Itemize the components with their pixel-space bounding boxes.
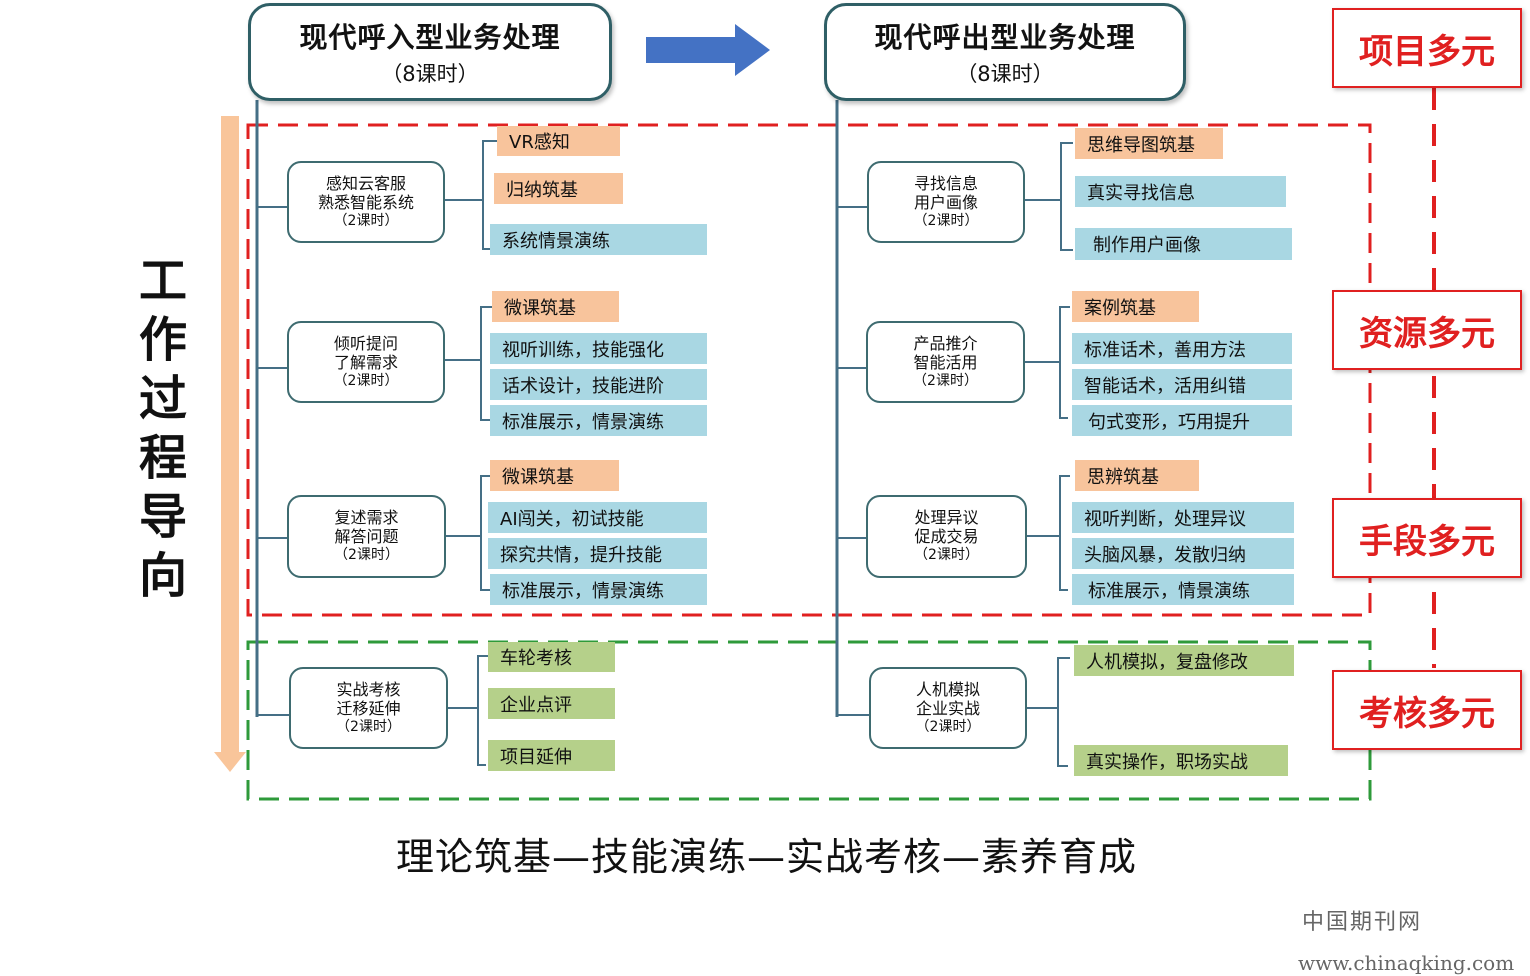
outbound-header: 现代呼出型业务处理 （8课时） bbox=[824, 3, 1186, 101]
tag: VR感知 bbox=[497, 126, 620, 156]
tag: 句式变形，巧用提升 bbox=[1072, 405, 1292, 436]
tag: 真实操作，职场实战 bbox=[1074, 745, 1288, 776]
tag: 标准展示，情景演练 bbox=[490, 574, 707, 605]
left-node-1: 感知云客服 熟悉智能系统 （2课时） bbox=[287, 161, 445, 243]
right-node-1: 寻找信息 用户画像 （2课时） bbox=[867, 161, 1025, 243]
tag: 视听判断，处理异议 bbox=[1072, 502, 1294, 533]
vertical-char: 作 bbox=[138, 312, 187, 368]
tag: 思维导图筑基 bbox=[1075, 128, 1223, 159]
vertical-char: 导 bbox=[138, 489, 187, 545]
node-line: 处理异议 bbox=[914, 508, 979, 527]
node-line: 倾听提问 bbox=[333, 333, 398, 353]
left-node-2: 倾听提问 了解需求 （2课时） bbox=[287, 321, 445, 403]
node-hours: （2课时） bbox=[336, 718, 401, 735]
tag: 话术设计，技能进阶 bbox=[490, 369, 707, 400]
right-node-2: 产品推介 智能活用 （2课时） bbox=[866, 321, 1025, 403]
side-label-method: 手段多元 bbox=[1332, 498, 1522, 578]
bottom-process-text: 理论筑基—技能演练—实战考核—素养育成 bbox=[396, 835, 1138, 879]
node-line: 迁移延伸 bbox=[336, 698, 401, 718]
tag: 案例筑基 bbox=[1072, 291, 1199, 322]
tag: AI闯关，初试技能 bbox=[488, 502, 707, 533]
node-hours: （2课时） bbox=[914, 547, 979, 563]
tag: 系统情景演练 bbox=[490, 224, 707, 255]
node-hours: （2课时） bbox=[333, 212, 399, 229]
tag: 项目延伸 bbox=[488, 740, 615, 771]
tag: 真实寻找信息 bbox=[1075, 176, 1286, 207]
tag: 思辨筑基 bbox=[1075, 460, 1199, 491]
right-node-3: 处理异议 促成交易 （2课时） bbox=[866, 495, 1027, 578]
tag: 智能话术，活用纠错 bbox=[1072, 369, 1292, 400]
tag: 归纳筑基 bbox=[494, 173, 623, 204]
node-line: 了解需求 bbox=[333, 352, 398, 372]
tag: 头脑风暴，发散归纳 bbox=[1072, 538, 1294, 569]
node-hours: （2课时） bbox=[913, 212, 979, 229]
tag: 微课筑基 bbox=[490, 460, 619, 491]
tag: 制作用户画像 bbox=[1075, 228, 1292, 260]
node-line: 解答问题 bbox=[334, 527, 399, 546]
tag: 微课筑基 bbox=[492, 291, 619, 322]
node-line: 企业实战 bbox=[915, 698, 980, 718]
inbound-header: 现代呼入型业务处理 （8课时） bbox=[248, 3, 612, 101]
outbound-title: 现代呼出型业务处理 bbox=[874, 21, 1136, 54]
vertical-char: 程 bbox=[138, 430, 187, 486]
vertical-char: 向 bbox=[138, 548, 187, 604]
side-label-project: 项目多元 bbox=[1332, 8, 1522, 88]
tag: 标准展示，情景演练 bbox=[1072, 574, 1294, 605]
left-node-4: 实战考核 迁移延伸 （2课时） bbox=[289, 667, 448, 749]
node-line: 感知云客服 bbox=[325, 173, 406, 193]
tag: 探究共情，提升技能 bbox=[488, 538, 707, 569]
inbound-hours: （8课时） bbox=[381, 62, 479, 86]
tag: 人机模拟，复盘修改 bbox=[1074, 645, 1294, 676]
tag: 企业点评 bbox=[488, 688, 615, 719]
node-hours: （2课时） bbox=[915, 718, 981, 735]
left-node-3: 复述需求 解答问题 （2课时） bbox=[287, 495, 446, 578]
node-hours: （2课时） bbox=[913, 372, 978, 389]
inbound-title: 现代呼入型业务处理 bbox=[299, 21, 561, 54]
side-label-resource: 资源多元 bbox=[1332, 290, 1522, 370]
node-line: 促成交易 bbox=[914, 527, 979, 546]
node-line: 实战考核 bbox=[336, 679, 401, 699]
node-hours: （2课时） bbox=[334, 547, 399, 563]
watermark-name: 中国期刊网 bbox=[1302, 910, 1423, 935]
right-node-4: 人机模拟 企业实战 （2课时） bbox=[869, 667, 1027, 749]
node-line: 寻找信息 bbox=[913, 173, 978, 193]
node-hours: （2课时） bbox=[333, 372, 399, 389]
node-line: 智能活用 bbox=[913, 352, 978, 372]
node-line: 熟悉智能系统 bbox=[317, 192, 414, 212]
node-line: 复述需求 bbox=[334, 508, 399, 527]
node-line: 人机模拟 bbox=[915, 679, 980, 699]
node-line: 产品推介 bbox=[913, 333, 978, 353]
tag: 标准展示，情景演练 bbox=[490, 405, 707, 436]
side-label-assessment: 考核多元 bbox=[1332, 670, 1522, 750]
watermark-url: www.chinaqking.com bbox=[1298, 951, 1515, 975]
tag: 标准话术，善用方法 bbox=[1072, 333, 1292, 364]
outbound-hours: （8课时） bbox=[956, 62, 1054, 86]
tag: 车轮考核 bbox=[488, 642, 615, 672]
vertical-char: 过 bbox=[138, 371, 187, 427]
vertical-char: 工 bbox=[138, 253, 187, 309]
node-line: 用户画像 bbox=[913, 192, 978, 212]
tag: 视听训练，技能强化 bbox=[490, 333, 707, 364]
vertical-label: 工 作 过 程 导 向 bbox=[133, 252, 193, 606]
